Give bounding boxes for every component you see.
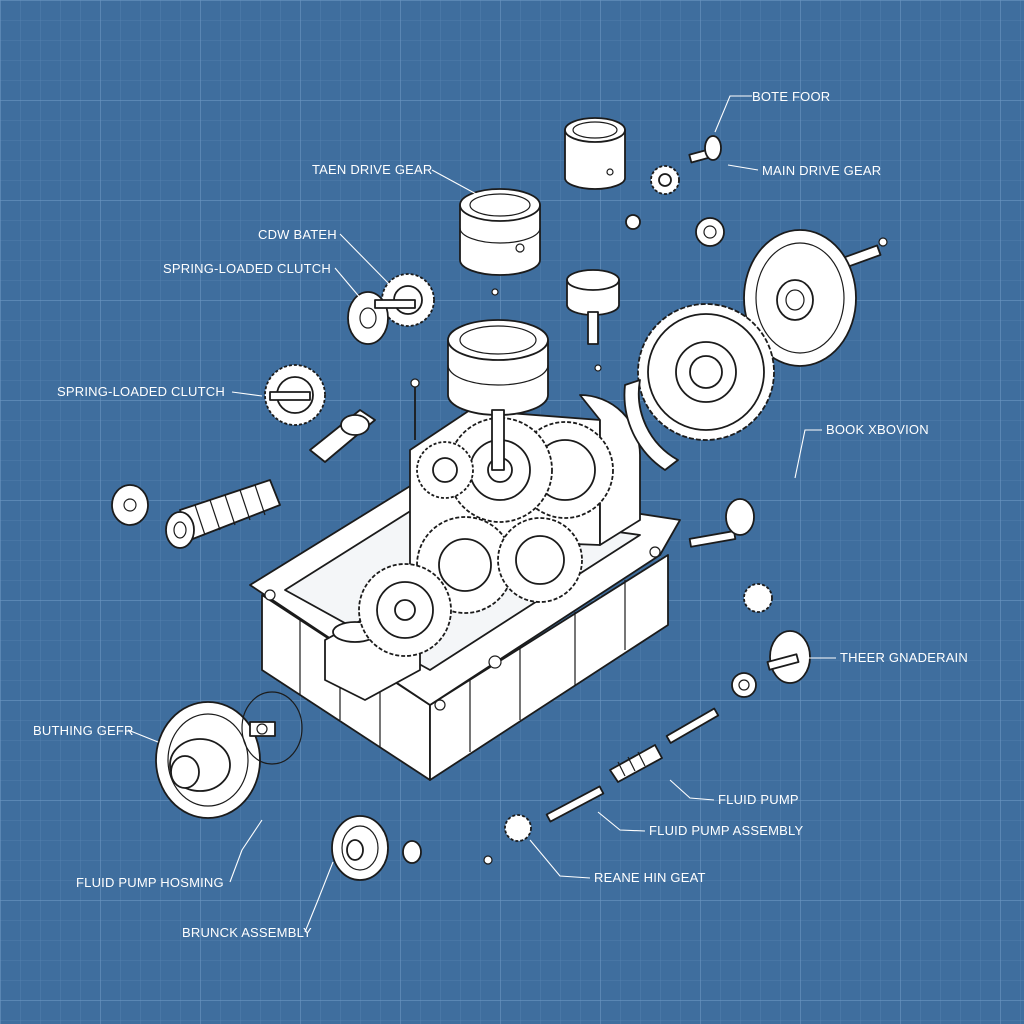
- spring-loaded-clutch-gear: [264, 364, 376, 463]
- label-fluid-pump: FLUID PUMP: [718, 792, 799, 807]
- right-shaft-parts: [504, 498, 811, 842]
- label-bote-foor: BOTE FOOR: [752, 89, 830, 104]
- label-theer-gnaderain: THEER GNADERAIN: [840, 650, 968, 665]
- label-spring-loaded-clutch-upper: SPRING-LOADED CLUTCH: [163, 261, 331, 276]
- label-cdw-bateh: CDW BATEH: [258, 227, 337, 242]
- brunck-assembly-bearing: [331, 815, 493, 881]
- main-drive-disc: [743, 229, 888, 367]
- label-taen-drive-gear: TAEN DRIVE GEAR: [312, 162, 433, 177]
- top-right-small-parts: [625, 135, 725, 436]
- label-fluid-pump-hosming: FLUID PUMP HOSMING: [76, 875, 224, 890]
- spring-assembly: [111, 479, 281, 549]
- label-fluid-pump-assembly: FLUID PUMP ASSEMBLY: [649, 823, 803, 838]
- top-piston: [410, 319, 549, 471]
- large-spur-gear: [623, 303, 775, 471]
- cdw-bateh-gear: [347, 273, 435, 345]
- top-small-piston: [564, 117, 626, 190]
- callout-labels: BOTE FOOR MAIN DRIVE GEAR TAEN DRIVE GEA…: [33, 89, 968, 940]
- leader-lines: [127, 95, 836, 933]
- fluid-pump-housing: [155, 691, 303, 819]
- taen-drive-gear-piston: [459, 188, 541, 296]
- label-spring-loaded-clutch-lower: SPRING-LOADED CLUTCH: [57, 384, 225, 399]
- label-book-xbovion: BOOK XBOVION: [826, 422, 929, 437]
- label-main-drive-gear: MAIN DRIVE GEAR: [762, 163, 881, 178]
- label-buthing-gefr: BUTHING GEFR: [33, 723, 134, 738]
- cup-with-stem: [566, 269, 620, 372]
- label-brunck-assembly: BRUNCK ASSEMBLY: [182, 925, 312, 940]
- label-reane-hin-geat: REANE HIN GEAT: [594, 870, 706, 885]
